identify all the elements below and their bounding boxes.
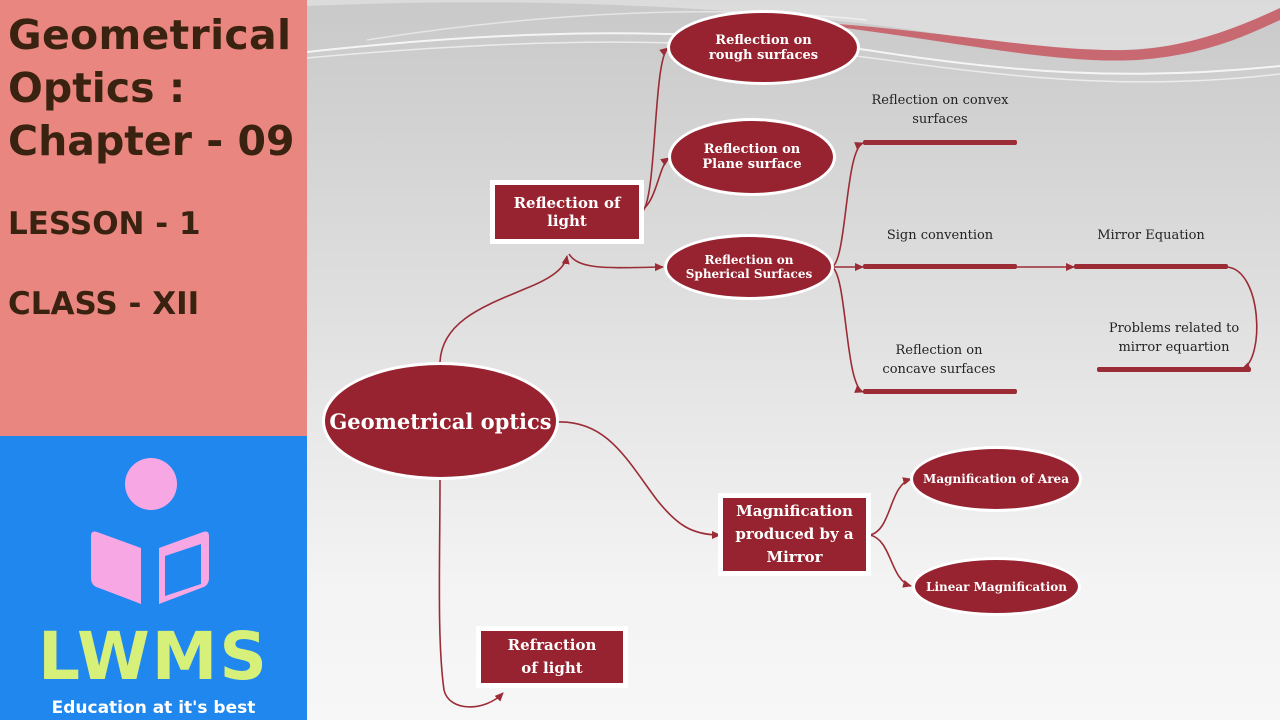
node-refraction-of-light[interactable]: Refraction of light — [476, 626, 628, 688]
sign-convention-underline — [863, 264, 1017, 269]
connector-magnification-to-area — [869, 477, 912, 536]
brand-tagline: Education at it's best — [51, 698, 256, 718]
node-geometrical-optics[interactable]: Geometrical optics — [322, 362, 559, 480]
label-reflection-convex[interactable]: Reflection on convex surfaces — [871, 93, 1009, 127]
connector-reflection-to-rough — [641, 47, 669, 213]
chapter-title-line-1: Geometrical — [8, 11, 292, 59]
concept-map: Geometrical optics Reflection of light R… — [307, 0, 1280, 720]
label-mirror-equation[interactable]: Mirror Equation — [1097, 228, 1205, 243]
chapter-info-panel: Geometrical Optics : Chapter - 09 LESSON… — [0, 0, 307, 436]
label-sign-convention[interactable]: Sign convention — [886, 228, 994, 243]
node-linear-magnification[interactable]: Linear Magnification — [912, 557, 1081, 616]
connector-spherical-to-convex — [831, 142, 864, 268]
node-reflection-spherical[interactable]: Reflection on Spherical Surfaces — [664, 234, 834, 300]
node-reflection-rough[interactable]: Reflection on rough surfaces — [667, 10, 860, 85]
brand-panel: LWMS Education at it's best — [0, 436, 307, 720]
label-problems-mirror-equation[interactable]: Problems related to mirror equartion — [1108, 321, 1240, 355]
problems-underline — [1097, 367, 1251, 372]
class-label: CLASS - XII — [8, 286, 200, 322]
lesson-label: LESSON - 1 — [8, 206, 201, 242]
decorative-swoosh — [777, 8, 1280, 61]
node-magnification-area[interactable]: Magnification of Area — [910, 446, 1082, 512]
connector-equation-to-problems — [1226, 266, 1258, 370]
brand-name: LWMS — [38, 618, 269, 695]
mirror-equation-underline — [1074, 264, 1228, 269]
connector-layer — [307, 0, 1280, 708]
chapter-title-line-3: Chapter - 09 — [8, 117, 295, 165]
connector-spherical-to-concave — [831, 266, 864, 393]
connector-root-to-magnification — [556, 421, 721, 539]
chapter-title-line-2: Optics : — [8, 64, 186, 112]
connector-root-to-refraction — [438, 479, 504, 708]
connector-reflection-to-spherical — [568, 253, 664, 272]
connector-root-to-reflection — [439, 255, 570, 363]
node-magnification-mirror[interactable]: Magnification produced by a Mirror — [718, 493, 871, 576]
label-reflection-concave[interactable]: Reflection on concave surfaces — [882, 343, 996, 377]
concave-underline — [863, 389, 1017, 394]
connector-magnification-to-linear — [869, 534, 912, 588]
node-reflection-plane[interactable]: Reflection on Plane surface — [668, 118, 836, 196]
decorative-swoosh — [307, 0, 1280, 51]
convex-underline — [863, 140, 1017, 145]
reading-person-book-icon — [91, 458, 209, 604]
node-reflection-of-light[interactable]: Reflection of light — [490, 180, 644, 244]
